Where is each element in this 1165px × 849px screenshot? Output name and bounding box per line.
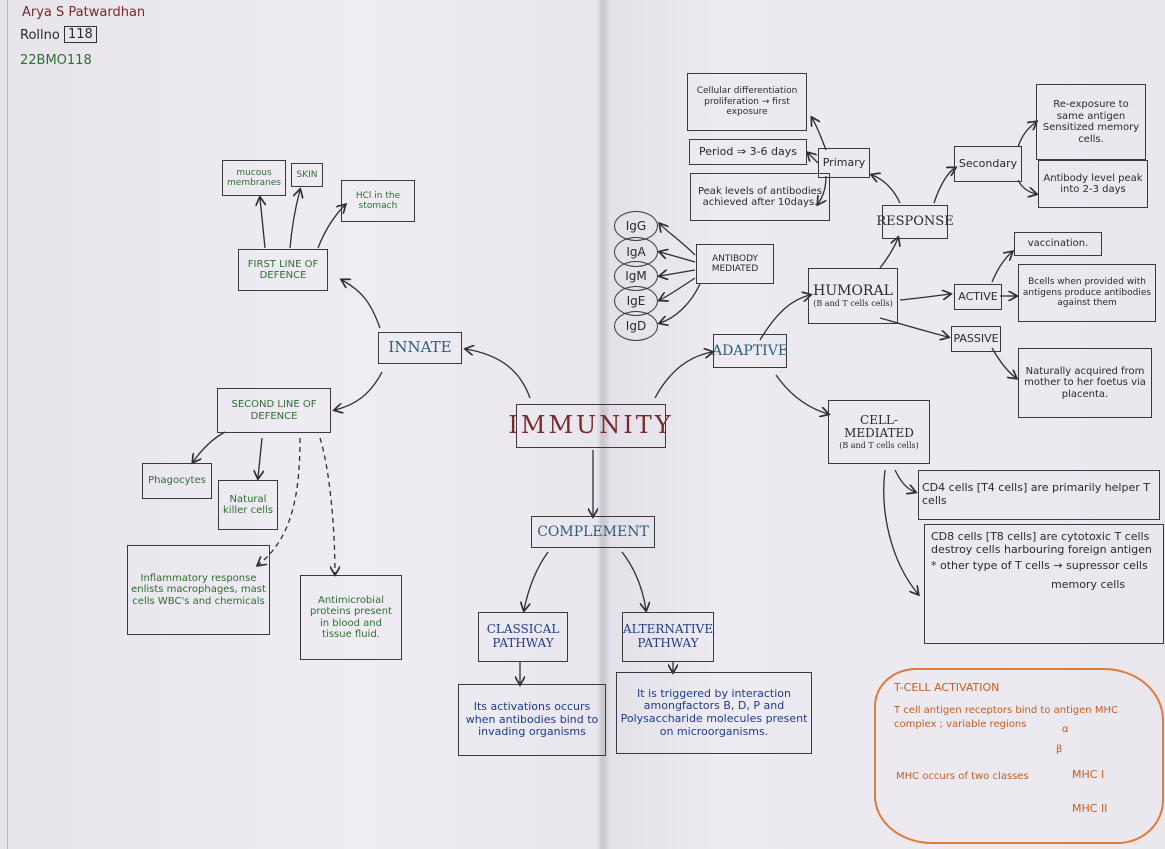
edge-response-secondary xyxy=(933,168,955,204)
other-t-cells: * other type of T cells → supressor cell… xyxy=(931,559,1148,573)
node-passive: PASSIVE xyxy=(951,326,1001,352)
node-antimicrobial: Antimicrobial proteins present in blood … xyxy=(300,575,402,660)
edge-adaptive-humoral xyxy=(759,295,810,341)
edge-ab-igm xyxy=(660,269,696,276)
node-antibody-mediated: ANTIBODY MEDIATED xyxy=(696,244,774,284)
node-cell-mediated: CELL-MEDIATED (B and T cells cells) xyxy=(828,400,930,464)
node-primary-3: Peak levels of antibodies achieved after… xyxy=(690,173,830,221)
tcell-mhc2: MHC II xyxy=(1072,802,1108,815)
edge-cell-cd4 xyxy=(894,469,915,492)
tcell-line2: MHC occurs of two classes xyxy=(896,771,1029,782)
edge-innate-first xyxy=(342,280,381,329)
edge-humoral-response xyxy=(879,238,898,269)
humoral-label: HUMORAL xyxy=(813,283,893,300)
roll-label: Rollno xyxy=(20,28,60,43)
edge-first-skin xyxy=(289,190,300,249)
edge-humoral-active xyxy=(899,294,950,301)
tcell-title: T-CELL ACTIVATION xyxy=(894,681,1000,694)
edge-second-nk xyxy=(258,437,262,478)
arrow-right-icon: → xyxy=(1053,559,1067,573)
node-secondary-1: Re-exposure to same antigen Sensitized m… xyxy=(1036,84,1146,160)
tcell-line1: T cell antigen receptors bind to antigen… xyxy=(894,705,1118,730)
edge-first-mucous xyxy=(260,198,265,249)
edge-ab-ige xyxy=(660,277,696,300)
edge-primary-p1 xyxy=(812,118,827,151)
edge-second-phago xyxy=(193,431,226,462)
node-second-line: SECOND LINE OF DEFENCE xyxy=(217,388,331,433)
edge-humoral-passive xyxy=(879,317,948,337)
tcell-alpha: α xyxy=(1062,724,1069,735)
node-primary-1: Cellular differentiation proliferation →… xyxy=(687,73,807,131)
node-response: RESPONSE xyxy=(876,205,954,239)
edge-primary-p2 xyxy=(808,153,819,164)
notebook-spine xyxy=(597,0,609,849)
edge-second-antimicro xyxy=(319,437,335,574)
edge-immunity-innate xyxy=(466,349,531,399)
node-active: ACTIVE xyxy=(954,284,1002,310)
node-primary: Primary xyxy=(818,148,870,178)
edge-immunity-adaptive xyxy=(654,352,712,399)
author-name: Arya S Patwardhan xyxy=(22,5,146,20)
node-alternative-desc: It is triggered by interaction amongfact… xyxy=(616,672,812,754)
asterisk-icon: * xyxy=(931,559,940,573)
node-mucous: mucous membranes xyxy=(222,160,286,196)
cell-mediated-sub: (B and T cells cells) xyxy=(839,441,919,451)
roll-number: 118 xyxy=(64,26,97,43)
tcell-mhc1: MHC I xyxy=(1072,768,1105,781)
node-skin: SKIN xyxy=(291,163,323,187)
node-classical-desc: Its activations occurs when antibodies b… xyxy=(458,684,606,756)
node-secondary-2: Antibody level peak into 2-3 days xyxy=(1038,160,1148,208)
node-passive-desc: Naturally acquired from mother to her fo… xyxy=(1018,348,1152,418)
author-code: 22BMO118 xyxy=(20,53,92,68)
node-complement: COMPLEMENT xyxy=(531,516,655,548)
node-vaccination: vaccination. xyxy=(1014,232,1102,256)
ellipse-igd: IgD xyxy=(614,311,658,341)
node-innate: INNATE xyxy=(378,332,462,364)
edge-response-primary xyxy=(872,175,901,204)
edge-secondary-s2 xyxy=(1017,179,1036,194)
edge-second-inflam xyxy=(258,437,301,565)
edge-primary-p3 xyxy=(818,175,826,204)
left-page xyxy=(0,0,600,849)
memory-label: memory cells xyxy=(1051,577,1126,591)
edge-secondary-s1 xyxy=(1017,122,1036,148)
edge-comp-alternative xyxy=(621,551,646,610)
tcell-activation-cloud xyxy=(874,668,1164,844)
node-nk-cells: Natural killer cells xyxy=(218,480,278,530)
node-first-line: FIRST LINE OF DEFENCE xyxy=(238,249,328,291)
edge-ab-igd xyxy=(660,283,701,323)
node-classical: CLASSICAL PATHWAY xyxy=(478,612,568,662)
suppressor-label: supressor cells xyxy=(1066,559,1148,573)
node-alternative: ALTERNATIVE PATHWAY xyxy=(622,612,714,662)
edge-passive-desc xyxy=(991,347,1016,378)
edge-ab-iga xyxy=(660,252,696,263)
node-phagocytes: Phagocytes xyxy=(142,463,212,499)
edge-active-vacc xyxy=(991,252,1012,283)
node-immunity: IMMUNITY xyxy=(508,404,671,448)
cd8-text: CD8 cells [T8 cells] are cytotoxic T cel… xyxy=(931,530,1152,556)
other-t-label: other type of T cells xyxy=(940,559,1050,573)
edge-comp-classical xyxy=(524,551,549,610)
node-active-desc: Bcells when provided with antigens produ… xyxy=(1018,264,1156,322)
node-inflammatory: Inflammatory response enlists macrophage… xyxy=(127,545,270,635)
edge-cell-cd8 xyxy=(883,469,918,594)
node-cd8: CD8 cells [T8 cells] are cytotoxic T cel… xyxy=(924,524,1164,644)
cell-mediated-label: CELL-MEDIATED xyxy=(844,412,914,441)
edge-first-hcl xyxy=(317,205,345,249)
node-humoral: HUMORAL (B and T cells cells) xyxy=(808,268,898,324)
node-hcl: HCl in the stomach xyxy=(341,180,415,222)
node-cd4: CD4 cells [T4 cells] are primarily helpe… xyxy=(918,470,1160,520)
node-secondary: Secondary xyxy=(954,146,1022,182)
node-adaptive: ADAPTIVE xyxy=(712,334,788,368)
tcell-beta: β xyxy=(1056,744,1063,755)
humoral-sub: (B and T cells cells) xyxy=(813,299,893,309)
node-primary-2: Period ⇒ 3-6 days xyxy=(689,139,807,165)
margin-line xyxy=(7,0,8,849)
edge-adaptive-cell xyxy=(775,374,828,414)
edge-innate-second xyxy=(335,371,383,410)
edge-ab-igg xyxy=(660,224,696,256)
